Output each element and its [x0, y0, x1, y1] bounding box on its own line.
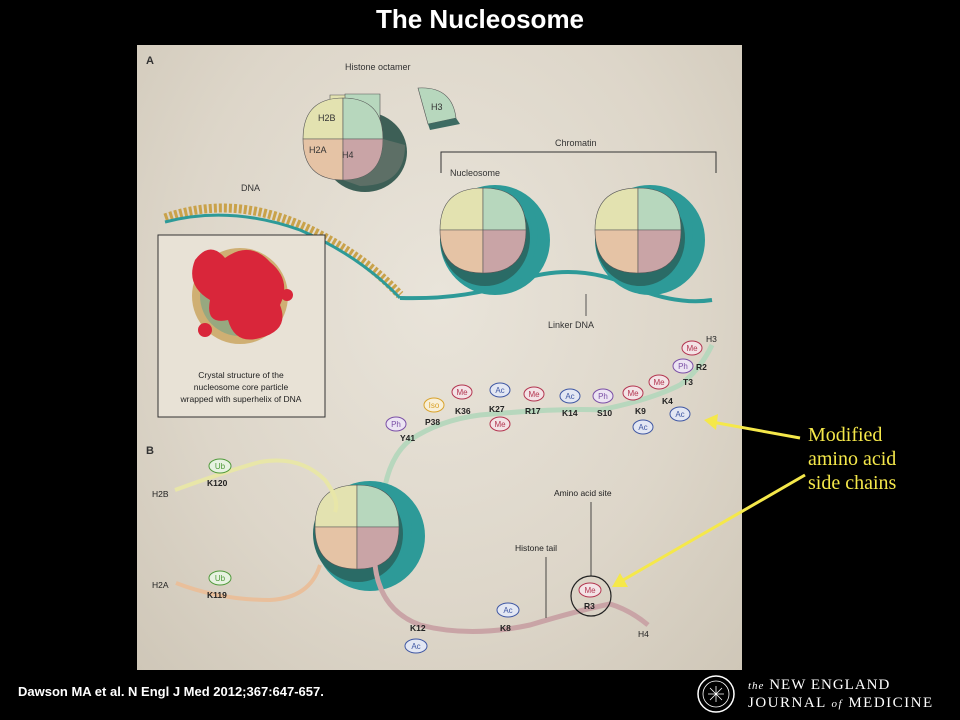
- mark-me-r17: Me: [528, 390, 540, 399]
- site-k14: K14: [562, 408, 578, 418]
- callout-line1: Modified: [808, 424, 883, 446]
- h4-label: H4: [342, 150, 354, 160]
- site-s10: S10: [597, 408, 612, 418]
- journal-name-line1: the NEW ENGLAND: [748, 677, 890, 694]
- nucleosome-label: Nucleosome: [450, 168, 500, 178]
- callout-arrows: [612, 414, 806, 587]
- site-k119: K119: [207, 590, 227, 600]
- journal-the: the: [748, 680, 765, 692]
- site-r3: R3: [584, 601, 595, 611]
- mark-iso-p38: Iso: [429, 401, 440, 410]
- histone-octamer-drum: [302, 93, 407, 192]
- mark-ph-s10: Ph: [598, 392, 608, 401]
- site-t3: T3: [683, 377, 693, 387]
- site-k4: K4: [662, 396, 673, 406]
- site-y41: Y41: [400, 433, 415, 443]
- h2a-tail: [175, 564, 322, 603]
- h3-wedge-label: H3: [431, 102, 443, 112]
- dna-helix: [163, 203, 404, 299]
- site-k12: K12: [410, 623, 426, 633]
- site-k120: K120: [207, 478, 228, 488]
- mark-ph-y41: Ph: [391, 420, 401, 429]
- dna-label: DNA: [241, 183, 260, 193]
- site-k27: K27: [489, 404, 505, 414]
- nucleosome-2: [594, 185, 705, 295]
- journal-name2a: JOURNAL: [748, 695, 827, 711]
- h4-tail: [372, 564, 650, 634]
- site-k36: K36: [455, 406, 471, 416]
- site-r2: R2: [696, 362, 707, 372]
- nucleosome-1: [439, 185, 550, 295]
- callout-line3: side chains: [808, 472, 897, 494]
- journal-of: of: [831, 698, 844, 710]
- callout-line2: amino acid: [808, 448, 897, 470]
- journal-name1: NEW ENGLAND: [769, 677, 891, 693]
- site-r17: R17: [525, 406, 541, 416]
- histone-tail-label: Histone tail: [515, 543, 557, 553]
- h3-tail-label: H3: [706, 334, 717, 344]
- site-k8: K8: [500, 623, 511, 633]
- callout-text: Modified amino acid side chains: [808, 423, 896, 495]
- journal-name-line2: JOURNAL of MEDICINE: [748, 695, 934, 712]
- linker-dna-strand: [399, 270, 713, 304]
- mark-me-r2: Me: [686, 344, 698, 353]
- mark-me-k4: Me: [653, 378, 665, 387]
- h2b-tail-label: H2B: [152, 489, 169, 499]
- crystal-caption-line2: nucleosome core particle: [194, 382, 289, 392]
- h2a-tail-label: H2A: [152, 580, 169, 590]
- journal-name2b: MEDICINE: [848, 695, 934, 711]
- crystal-caption-line1: Crystal structure of the: [198, 370, 284, 380]
- linker-dna-label: Linker DNA: [548, 320, 594, 330]
- citation: Dawson MA et al. N Engl J Med 2012;367:6…: [18, 684, 324, 699]
- mark-ub-k120: Ub: [215, 462, 226, 471]
- nucleosome-b: [313, 481, 425, 591]
- h2b-tail: [174, 458, 339, 513]
- mark-me-k27: Me: [494, 420, 506, 429]
- h3-tail: [379, 343, 715, 511]
- slide-title: The Nucleosome: [375, 4, 585, 34]
- mark-ac-k14: Ac: [565, 392, 574, 401]
- mark-ac-k27: Ac: [495, 386, 504, 395]
- chromatin-label: Chromatin: [555, 138, 597, 148]
- mark-me-k9: Me: [627, 389, 639, 398]
- mark-ac-k8: Ac: [503, 606, 512, 615]
- dna-helix-strand: [164, 213, 402, 300]
- mark-ub-k119: Ub: [215, 574, 226, 583]
- mark-me-k36: Me: [456, 388, 468, 397]
- h4-tail-label: H4: [638, 629, 649, 639]
- crystal-structure-image: [192, 248, 293, 344]
- mark-me-r3: Me: [584, 586, 596, 595]
- chromatin-bracket: [440, 151, 717, 173]
- mark-ph-t3: Ph: [678, 362, 688, 371]
- panel-a-label: A: [146, 55, 154, 67]
- histone-octamer-label: Histone octamer: [345, 62, 411, 72]
- site-k9: K9: [635, 406, 646, 416]
- h2b-label: H2B: [318, 113, 336, 123]
- h2a-label: H2A: [309, 145, 327, 155]
- site-p38: P38: [425, 417, 440, 427]
- crystal-caption-line3: wrapped with superhelix of DNA: [180, 394, 302, 404]
- panel-b-label: B: [146, 445, 154, 457]
- mark-ac-k12: Ac: [411, 642, 420, 651]
- nejm-seal-icon: [697, 675, 735, 713]
- mark-ac-k9: Ac: [638, 423, 647, 432]
- amino-acid-site-label: Amino acid site: [554, 488, 612, 498]
- h3-wedge: [417, 87, 460, 130]
- mark-ac-k4: Ac: [675, 410, 684, 419]
